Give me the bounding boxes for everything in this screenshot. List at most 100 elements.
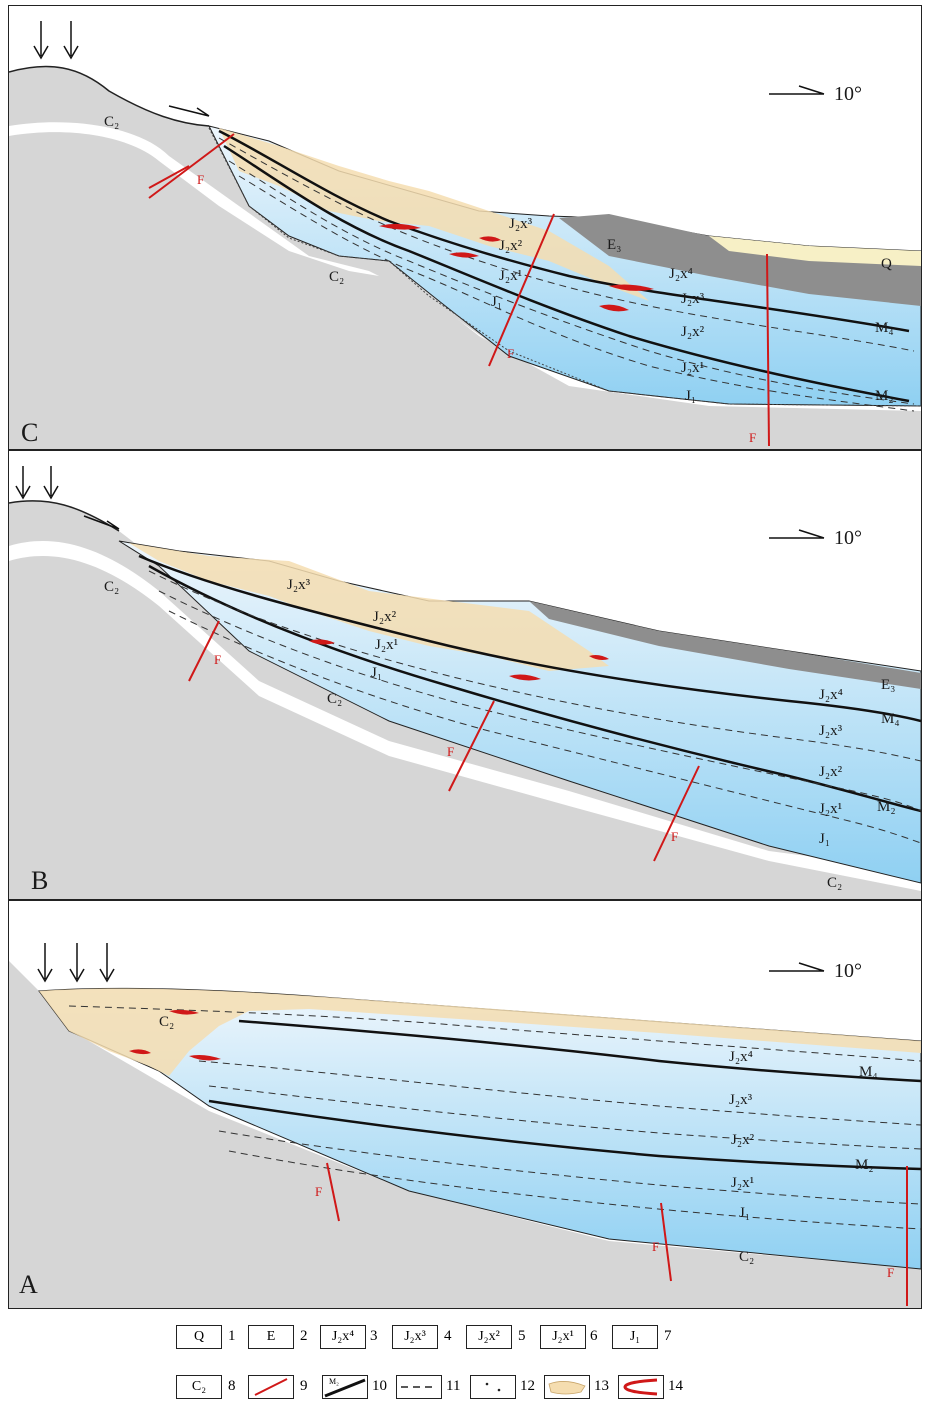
label-j2x1: J₂x¹: [819, 801, 842, 817]
fault-b-1: [188, 620, 220, 682]
fault-c-3: [766, 253, 770, 447]
slide-arrow-icon: [168, 105, 210, 117]
fault-label: F: [214, 652, 221, 667]
fault-label: F: [749, 430, 756, 445]
fan-delta-lens: [39, 988, 921, 1076]
label-m4: M₄: [881, 711, 900, 727]
subsidence-arrows: [15, 466, 825, 539]
fault-label: F: [197, 172, 204, 187]
legend-box-mudstone: [396, 1375, 442, 1399]
pinch-out-1: [379, 223, 421, 230]
legend-box-fan: [544, 1375, 590, 1399]
dip-label: 10°: [834, 527, 862, 549]
pinch-out-symbols: [309, 639, 609, 681]
e3-layer: [529, 601, 921, 689]
label-m2: M₂: [877, 799, 896, 815]
key-horizons: [208, 1019, 921, 1171]
label-j1: J₁: [819, 831, 830, 847]
legend-num: 6: [590, 1328, 598, 1344]
c2-lower: [9, 556, 921, 899]
bedding-dashes: [68, 1005, 921, 1230]
label-m2: M₂: [855, 1157, 874, 1173]
dip-label: 10°: [834, 960, 862, 982]
label-m2: M₂: [875, 388, 894, 404]
horizon-m4: [138, 554, 921, 723]
down-arrow-icon: [63, 21, 79, 60]
legend-num: 12: [520, 1378, 535, 1394]
horizon-m2: [148, 564, 921, 813]
label-j1: J₁: [491, 294, 502, 310]
pinch-out-2: [189, 1055, 221, 1061]
panel-letter: C: [21, 418, 38, 447]
label-j2x2: J₂x²: [373, 609, 397, 625]
legend-num: 4: [444, 1328, 452, 1344]
panel-letter: B: [31, 866, 48, 895]
label-j2x2: J₂x²: [681, 324, 705, 340]
pinch-out-4: [609, 284, 654, 291]
e3-layer: [559, 214, 921, 306]
basement-surface: [9, 65, 210, 127]
fault-label: F: [447, 744, 454, 759]
faults: [188, 620, 700, 862]
legend-num: 14: [668, 1378, 683, 1394]
legend-box-sandstone: [470, 1375, 516, 1399]
fault-b-3: [653, 765, 700, 862]
fan-delta-lens: [219, 128, 649, 301]
down-arrow-icon: [15, 466, 31, 500]
q-layer: [709, 236, 921, 266]
fault-label: F: [671, 829, 678, 844]
label-e3: E₃: [607, 237, 621, 253]
fault-c-2: [488, 213, 555, 367]
legend-num: 10: [372, 1378, 387, 1394]
label-j2x2: J₂x²: [819, 764, 843, 780]
slide-arrow-icon: [83, 515, 120, 530]
pinch-out-symbols: [129, 1009, 221, 1061]
legend-num: 2: [300, 1328, 308, 1344]
legend-box-marker: M₂: [322, 1375, 368, 1399]
fault-line-icon: [254, 1378, 288, 1396]
fan-lens-icon: [548, 1381, 586, 1395]
c2-basement: [9, 961, 921, 1308]
bedding-dashes: [218, 137, 915, 412]
pinch-out-1: [309, 639, 335, 645]
label-q: Q: [881, 256, 892, 272]
fault-c-1: [148, 133, 235, 199]
pinch-out-2: [509, 674, 541, 681]
label-e3: E₃: [881, 677, 895, 693]
dip-label: 10°: [834, 83, 862, 105]
label-m4: M₄: [859, 1064, 878, 1080]
down-arrow-icon: [33, 21, 49, 60]
label-j2x4: J₂x⁴: [729, 1049, 753, 1065]
label-j2x1: J₂x¹: [681, 360, 704, 376]
subsidence-arrows: [37, 943, 825, 983]
legend-num: 3: [370, 1328, 378, 1344]
label-j2x1: J₂x¹: [499, 268, 522, 284]
label-c2-bot: C₂: [739, 1249, 754, 1265]
panel-c-section: F F F 10° C₂ C₂ E₃ Q J₂x³ J₂x² J₂x¹ J₁ J…: [9, 21, 921, 449]
panel-letter: A: [19, 1270, 38, 1299]
legend-box-c2: C₂: [176, 1375, 222, 1399]
label-j2x2: J₂x²: [731, 1132, 755, 1148]
label-c2-top: C₂: [104, 579, 119, 595]
legend-box-pinchout: [618, 1375, 664, 1399]
label-j2x4: J₂x⁴: [819, 687, 843, 703]
faults: [326, 1162, 908, 1306]
pinch-out-3: [589, 655, 609, 660]
fault-label: F: [887, 1265, 894, 1280]
label-j1: J₁: [685, 388, 696, 404]
label-j2x1: J₂x¹: [375, 637, 398, 653]
legend-box-j2x3: J₂x³: [392, 1325, 438, 1349]
legend-box-j1: J₁: [612, 1325, 658, 1349]
panel-b: F F F 10° C₂ C₂ C₂ E₃ J₂x³ J₂x² J₂x¹ J₁ …: [8, 450, 922, 900]
label-m4: M₄: [875, 320, 894, 336]
down-arrow-icon: [99, 943, 115, 983]
label-j2x3: J₂x³: [509, 216, 533, 232]
legend-box-j2x2: J₂x²: [466, 1325, 512, 1349]
pinch-out-symbols: [379, 223, 654, 312]
label-c2-top: C₂: [159, 1014, 174, 1030]
down-arrow-icon: [69, 943, 85, 983]
legend-num: 11: [446, 1378, 461, 1394]
marker-horizon-icon: [324, 1378, 366, 1398]
subsidence-arrows: [33, 21, 825, 117]
label-j2x1: J₂x¹: [731, 1175, 754, 1191]
